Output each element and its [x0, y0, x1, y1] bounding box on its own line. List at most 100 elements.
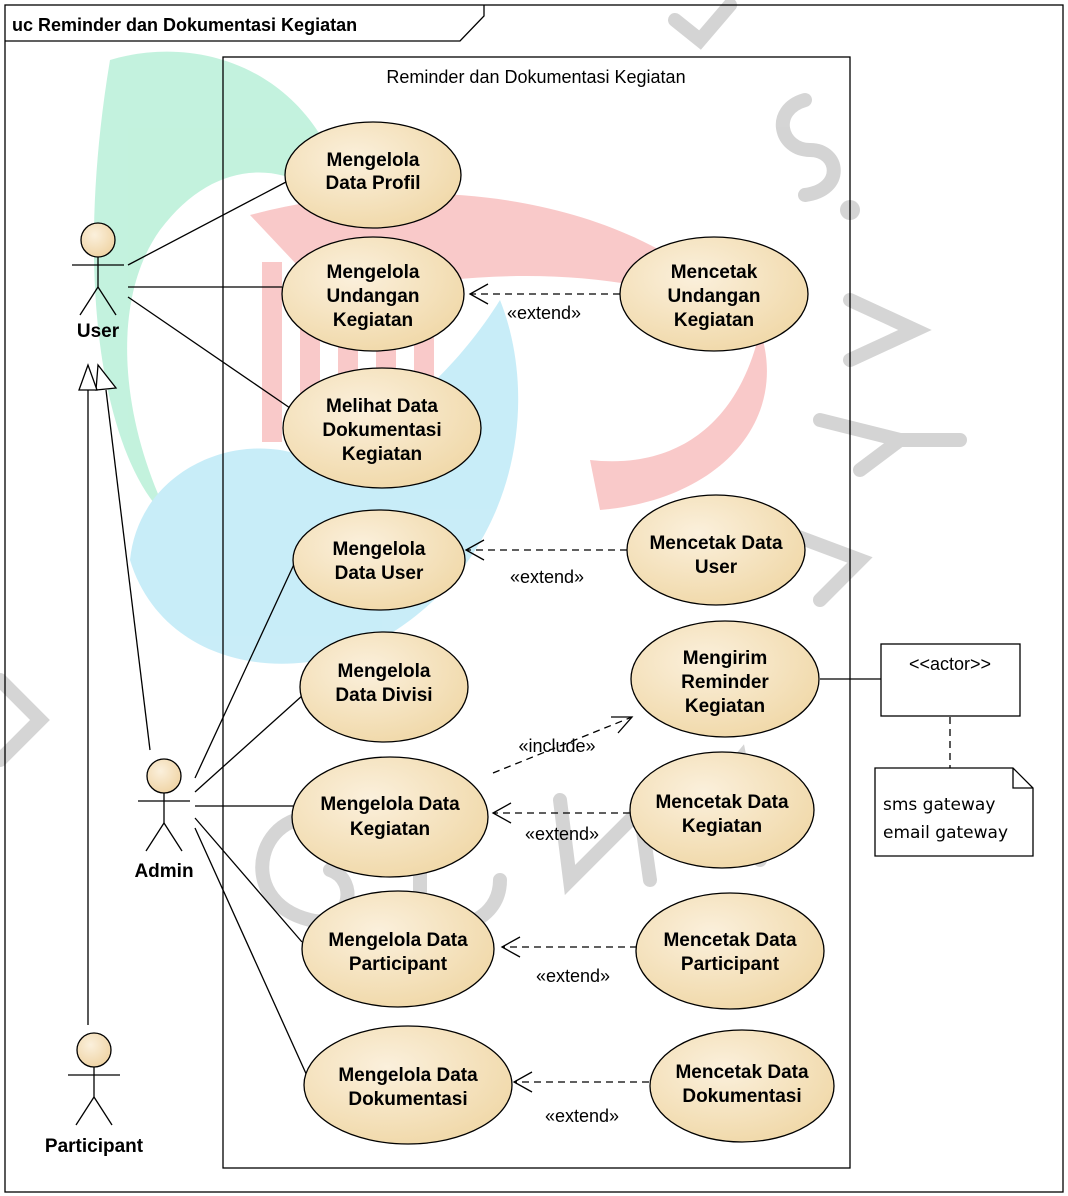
- watermark-red-lower: [590, 330, 767, 510]
- actor-admin: Admin: [134, 758, 194, 882]
- associations: [127, 181, 951, 1079]
- extend-user-arrow: [464, 539, 485, 561]
- usecase-mencetak-data-user: Mencetak Data User: [626, 494, 806, 606]
- assoc-admin-dokumentasi: [194, 827, 309, 1079]
- watermark-red-bar-1: [262, 262, 282, 442]
- assoc-user-profil: [127, 181, 287, 266]
- frame-tab: [5, 5, 485, 42]
- usecase-label-line: Mengirim: [683, 648, 767, 669]
- system-boundary-label: Reminder dan Dokumentasi Kegiatan: [386, 67, 685, 87]
- usecase-label-line: Mengelola: [327, 150, 420, 171]
- watermark-letter-g: [255, 810, 355, 929]
- usecase-label-line: Participant: [681, 954, 780, 975]
- extend-dokumentasi-arrow: [512, 1071, 533, 1093]
- watermark-cyan-arc: [130, 300, 519, 664]
- actor-participant-head: [76, 1032, 112, 1068]
- usecase-label-line: Kegiatan: [685, 696, 765, 717]
- usecase-label-line: Mencetak Data: [655, 792, 788, 813]
- usecase-mencetak-data-dokumentasi: Mencetak Data Dokumentasi: [649, 1029, 835, 1143]
- usecase-label-line: Kegiatan: [682, 816, 762, 837]
- usecase-label-line: Reminder: [681, 672, 769, 693]
- gateway-note: sms gateway email gateway: [874, 767, 1034, 857]
- include-reminder-label: «include»: [518, 736, 595, 756]
- usecase-mengelola-undangan-kegiatan: Mengelola Undangan Kegiatan: [281, 236, 465, 352]
- gen-arrow-admin: [95, 363, 118, 391]
- usecase-label-line: Data Divisi: [335, 685, 432, 706]
- usecase-melihat-data-dokumentasi: Melihat Data Dokumentasi Kegiatan: [282, 367, 482, 489]
- include-reminder-arrow: [611, 716, 634, 734]
- watermark-letter-s: [775, 93, 841, 202]
- generalizations: [78, 363, 151, 1025]
- usecase-mencetak-data-kegiatan: Mencetak Data Kegiatan: [629, 751, 815, 869]
- extend-undangan-arrow: [468, 283, 489, 305]
- usecase-label-line: Dokumentasi: [682, 1086, 801, 1107]
- usecase-label-line: Kegiatan: [350, 819, 430, 840]
- usecase-label-line: Data Profil: [325, 173, 420, 194]
- actor-participant: Participant: [45, 1032, 144, 1157]
- note-line-email: email gateway: [883, 823, 1008, 843]
- usecase-label-line: Mengelola: [338, 661, 431, 682]
- actor-user-head: [80, 222, 116, 258]
- gen-arrow-participant: [78, 363, 98, 391]
- usecase-label-line: Mengelola Data: [338, 1065, 478, 1086]
- assoc-admin-divisi: [194, 694, 304, 793]
- diagram-frame: [4, 4, 1064, 1193]
- usecase-label-line: Mencetak Data: [663, 930, 796, 951]
- assoc-admin-user: [194, 559, 297, 779]
- actor-user: User: [72, 222, 124, 342]
- external-actor-stereotype: <<actor>>: [909, 654, 991, 674]
- extend-participant-label: «extend»: [536, 966, 610, 986]
- frame-label: uc Reminder dan Dokumentasi Kegiatan: [12, 15, 357, 35]
- usecase-label-line: Mencetak: [671, 262, 758, 283]
- usecase-mengirim-reminder-kegiatan: Mengirim Reminder Kegiatan: [630, 620, 820, 738]
- system-boundary: [222, 56, 851, 1169]
- extend-undangan-label: «extend»: [507, 303, 581, 323]
- usecase-label-line: User: [695, 557, 738, 578]
- gen-admin-user: [105, 389, 151, 751]
- usecase-label-line: Dokumentasi: [322, 420, 441, 441]
- usecase-label-line: Participant: [349, 954, 448, 975]
- usecase-mengelola-data-profil: Mengelola Data Profil: [284, 121, 462, 229]
- include-reminder: [492, 716, 633, 774]
- usecase-label-line: Kegiatan: [333, 310, 413, 331]
- extend-participant-arrow: [500, 936, 521, 958]
- usecase-label-line: Data User: [335, 563, 424, 584]
- assoc-admin-participant: [194, 817, 303, 943]
- usecase-label-line: Mengelola: [333, 539, 426, 560]
- extend-kegiatan-label: «extend»: [525, 824, 599, 844]
- extend-user-label: «extend»: [510, 567, 584, 587]
- external-actor-box: <<actor>>: [880, 643, 1021, 717]
- watermark-letter-y2: [813, 413, 967, 477]
- extend-kegiatan-arrow: [491, 802, 512, 824]
- note-line-sms: sms gateway: [883, 795, 995, 815]
- use-cases: Mengelola Data Profil Mengelola Undangan…: [281, 121, 835, 1145]
- usecase-label-line: Mengelola Data: [328, 930, 468, 951]
- usecase-label-line: Dokumentasi: [348, 1089, 467, 1110]
- extend-dokumentasi-label: «extend»: [545, 1106, 619, 1126]
- usecase-mengelola-data-participant: Mengelola Data Participant: [301, 890, 495, 1008]
- usecase-label-line: Undangan: [668, 286, 761, 307]
- usecase-mengelola-data-user: Mengelola Data User: [292, 509, 466, 611]
- watermark-letter-a: [668, 0, 737, 50]
- usecase-label-line: Mengelola Data: [320, 794, 460, 815]
- usecase-label-line: Kegiatan: [342, 444, 422, 465]
- actor-admin-head: [146, 758, 182, 794]
- usecase-mencetak-data-participant: Mencetak Data Participant: [635, 892, 825, 1010]
- watermark-letter-n: [0, 673, 50, 767]
- usecase-mengelola-data-dokumentasi: Mengelola Data Dokumentasi: [303, 1025, 513, 1145]
- usecase-label-line: Melihat Data: [326, 396, 438, 417]
- actor-participant-label: Participant: [45, 1136, 144, 1157]
- assoc-user-lihatdok: [127, 296, 291, 409]
- watermark-letter-y: [843, 293, 932, 367]
- usecase-mengelola-data-kegiatan: Mengelola Data Kegiatan: [291, 756, 489, 878]
- usecase-label-line: Mencetak Data: [675, 1062, 808, 1083]
- usecase-label-line: Mengelola: [327, 262, 420, 283]
- dependencies: «extend» «extend» «include» «extend» «ex…: [464, 283, 649, 1126]
- usecase-label-line: Kegiatan: [674, 310, 754, 331]
- watermark-letter-a2: [773, 523, 873, 607]
- usecase-label-line: Undangan: [327, 286, 420, 307]
- usecase-mencetak-undangan-kegiatan: Mencetak Undangan Kegiatan: [619, 236, 809, 352]
- usecase-label-line: Mencetak Data: [649, 533, 782, 554]
- actor-user-label: User: [77, 321, 120, 342]
